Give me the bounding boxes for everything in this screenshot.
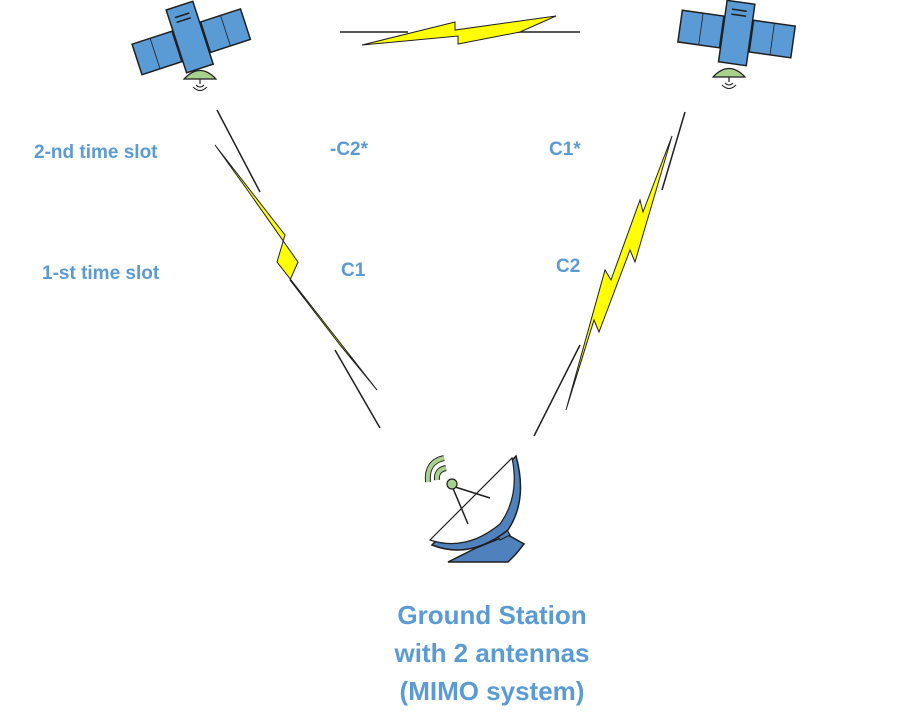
right-satellite-antenna xyxy=(711,67,747,78)
ground-station-caption-line-1: Ground Station xyxy=(397,600,587,630)
ground-station-caption: Ground Station with 2 antennas (MIMO sys… xyxy=(357,596,627,710)
right-slot2-symbol: C1* xyxy=(549,139,581,160)
ground-station-caption-line-3: (MIMO system) xyxy=(399,676,585,706)
left-slot2-symbol: -C2* xyxy=(330,139,369,160)
left-satellite xyxy=(131,0,252,91)
second-time-slot-label: 2-nd time slot xyxy=(34,142,158,163)
left-satellite-antenna xyxy=(182,69,218,80)
first-time-slot-label: 1-st time slot xyxy=(42,263,160,284)
right-satellite xyxy=(677,0,797,89)
right-slot1-symbol: C2 xyxy=(556,256,581,277)
right-lightning-icon xyxy=(565,135,673,411)
inter-satellite-link xyxy=(340,15,580,46)
ground-station xyxy=(424,454,526,563)
left-solar-panel-left xyxy=(131,30,183,76)
left-downlink xyxy=(214,109,381,429)
inter-satellite-lightning-icon xyxy=(361,15,557,46)
right-downlink xyxy=(533,111,686,437)
ground-station-caption-line-2: with 2 antennas xyxy=(394,638,590,668)
left-lightning-icon xyxy=(214,144,378,391)
left-slot1-symbol: C1 xyxy=(341,260,366,281)
left-satellite-body xyxy=(165,0,215,74)
